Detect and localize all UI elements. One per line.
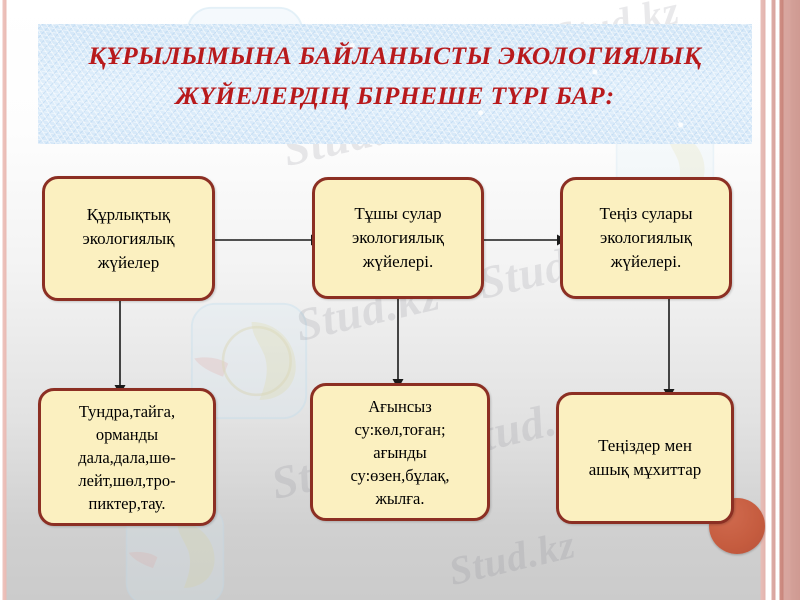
right-border-stripes	[758, 0, 800, 600]
node-line: Ағынсыз	[368, 396, 432, 416]
node-line: Тұшы сулар	[354, 204, 442, 223]
arrow-marine-to-examples	[663, 296, 675, 399]
node-line: орманды	[95, 424, 159, 444]
node-text: Құрлықтық экологиялық жүйелер	[51, 203, 206, 275]
arrow-freshwater-to-marine	[480, 234, 567, 246]
node-line: су:өзен,бұлақ,	[350, 465, 450, 485]
node-line: лейт,шөл,тро-	[78, 470, 176, 490]
node-freshwater-examples[interactable]: Ағынсыз су:көл,тоған; ағынды су:өзен,бұл…	[310, 383, 490, 521]
page-title-line-1: Құрылымына байланысты экологиялық	[88, 41, 702, 70]
node-line: ашық мұхиттар	[588, 460, 702, 479]
page-title: Құрылымына байланысты экологиялық жүйеле…	[64, 36, 726, 116]
node-text: Ағынсыз су:көл,тоған; ағынды су:өзен,бұл…	[319, 395, 481, 510]
node-marine-ecosystems[interactable]: Теңіз сулары экологиялық жүйелері.	[560, 177, 732, 299]
node-line: пиктер,тау.	[88, 493, 166, 513]
title-banner: Құрылымына байланысты экологиялық жүйеле…	[38, 24, 752, 144]
left-border-stripe	[0, 0, 10, 600]
node-text: Тундра,тайга, орманды дала,дала,шө- лейт…	[47, 400, 207, 515]
node-line: жүйелері.	[610, 252, 682, 271]
node-terrestrial-ecosystems[interactable]: Құрлықтық экологиялық жүйелер	[42, 176, 215, 301]
node-line: жылға.	[375, 488, 425, 508]
node-line: дала,дала,шө-	[78, 447, 176, 467]
node-line: Теңіз сулары	[599, 204, 693, 223]
node-freshwater-ecosystems[interactable]: Тұшы сулар экологиялық жүйелері.	[312, 177, 484, 299]
watermark-text: Stud.kz	[444, 521, 580, 594]
arrow-terrestrial-to-examples	[114, 298, 126, 395]
arrow-terrestrial-to-freshwater	[210, 234, 321, 246]
node-terrestrial-examples[interactable]: Тундра,тайга, орманды дала,дала,шө- лейт…	[38, 388, 216, 526]
node-marine-examples[interactable]: Теңіздер мен ашық мұхиттар	[556, 392, 734, 524]
node-line: экологиялық	[599, 228, 692, 247]
node-line: Құрлықтық	[86, 204, 171, 224]
node-line: экологиялық	[82, 228, 175, 248]
node-text: Тұшы сулар экологиялық жүйелері.	[321, 202, 475, 274]
arrow-freshwater-to-examples	[392, 296, 404, 389]
node-text: Теңіздер мен ашық мұхиттар	[565, 434, 725, 482]
page-title-line-2: жүйелердің бірнеше түрі бар:	[175, 81, 615, 110]
node-text: Теңіз сулары экологиялық жүйелері.	[569, 202, 723, 274]
node-line: жүйелер	[97, 252, 160, 272]
node-line: ағынды	[373, 442, 427, 462]
node-line: Теңіздер мен	[598, 436, 692, 455]
node-line: жүйелері.	[362, 252, 434, 271]
node-line: су:көл,тоған;	[354, 419, 446, 439]
node-line: экологиялық	[351, 228, 444, 247]
node-line: Тундра,тайга,	[78, 401, 176, 421]
